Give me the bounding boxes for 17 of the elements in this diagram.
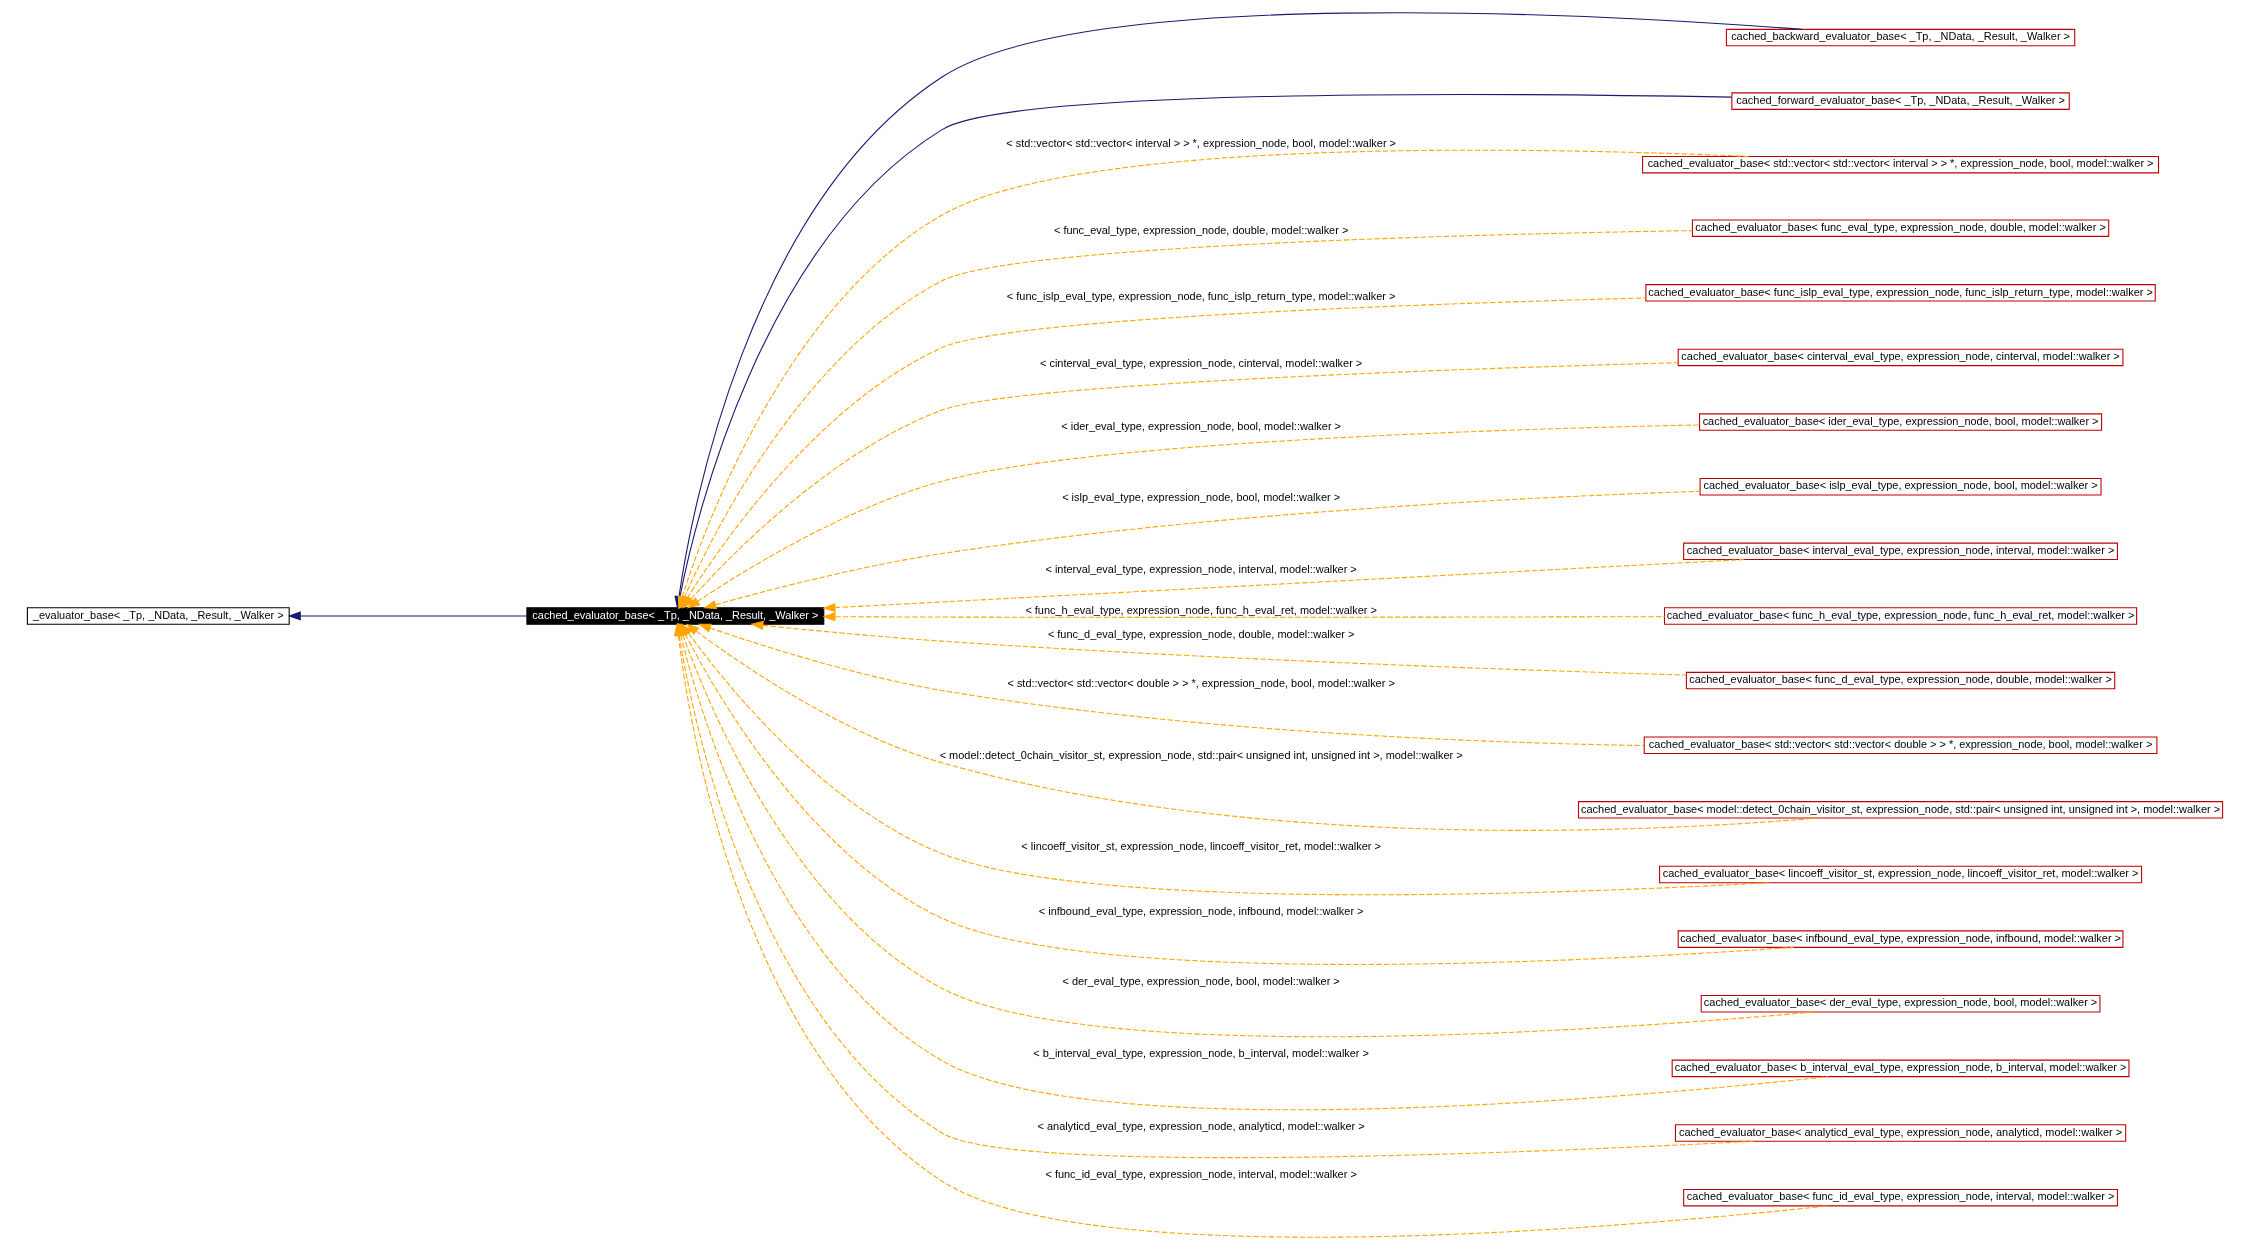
- edge-label: < infbound_eval_type, expression_node, infbound, model::walker >: [1038, 905, 1363, 918]
- edge-label: < model::detect_0chain_visitor_st, expression_node, std::pair< unsigned int, unsigned int >, model::walker >: [939, 749, 1463, 762]
- edge-label: < ider_eval_type, expression_node, bool, model::walker >: [1060, 419, 1341, 432]
- edge-label: < func_d_eval_type, expression_node, double, model::walker >: [1047, 627, 1354, 640]
- edge-label: < der_eval_type, expression_node, bool, model::walker >: [1062, 975, 1340, 988]
- edge-label: < lincoeff_visitor_st, expression_node, lincoeff_visitor_ret, model::walker >: [1020, 840, 1381, 853]
- edge-label: < interval_eval_type, expression_node, interval, model::walker >: [1044, 563, 1357, 576]
- edge-label: < std::vector< std::vector< interval > > *, expression_node, bool, model::walker >: [1005, 137, 1396, 150]
- edge-label: < analyticd_eval_type, expression_node, analyticd, model::walker >: [1037, 1119, 1365, 1132]
- edge-label: < func_islp_eval_type, expression_node, func_islp_return_type, model::walker >: [1006, 290, 1395, 303]
- edge-label: < func_eval_type, expression_node, double, model::walker >: [1053, 223, 1348, 236]
- edge-label: < islp_eval_type, expression_node, bool, model::walker >: [1061, 490, 1340, 503]
- edge-label: < b_interval_eval_type, expression_node, b_interval, model::walker >: [1032, 1047, 1369, 1060]
- edge-label: < func_id_eval_type, expression_node, interval, model::walker >: [1044, 1167, 1357, 1180]
- edge-label: < func_h_eval_type, expression_node, func_h_eval_ret, model::walker >: [1024, 603, 1377, 616]
- edge-label: < std::vector< std::vector< double > > *, expression_node, bool, model::walker >: [1006, 677, 1395, 690]
- edge-label: < cinterval_eval_type, expression_node, cinterval, model::walker >: [1039, 357, 1362, 370]
